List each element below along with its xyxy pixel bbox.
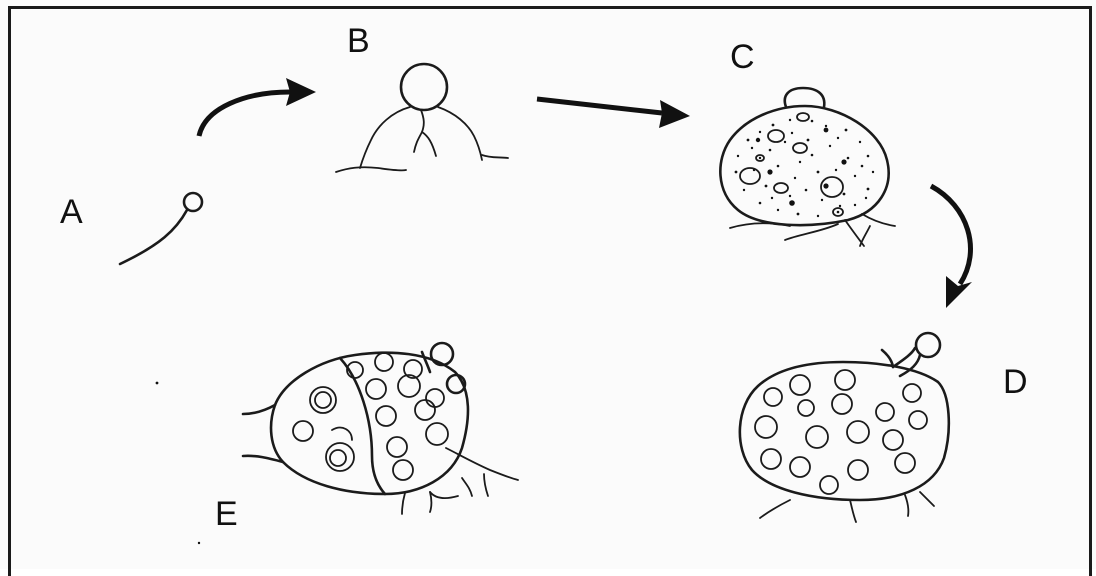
arrow-b-to-c (537, 99, 690, 128)
arrow-c-to-d (931, 186, 972, 308)
stage-e-rhizoids (402, 448, 518, 514)
stipple-dots (735, 119, 875, 217)
stage-a-spore (120, 193, 202, 264)
stage-d-mature-sporangium (740, 333, 949, 522)
stage-e-spores-right (347, 353, 448, 480)
stage-d-rhizoids (760, 492, 934, 522)
stage-b-germling (336, 64, 508, 172)
stage-c-sporangium (720, 88, 895, 246)
scan-speck (156, 382, 159, 385)
stage-e-discharging-sporangium (243, 343, 518, 514)
zoospores (755, 370, 927, 494)
stage-e-spores-left (293, 387, 354, 471)
arrow-a-to-b (199, 78, 316, 136)
scan-speck (198, 542, 200, 544)
